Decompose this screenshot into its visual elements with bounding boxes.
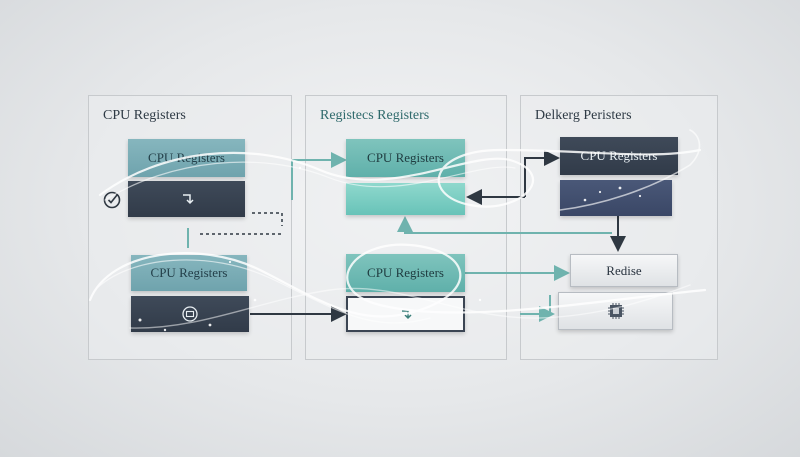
p3-chip-block (558, 292, 673, 330)
block-label: CPU Registers (150, 265, 228, 280)
panel-title: Delkerg Peristers (535, 108, 632, 123)
return-arrow-icon (180, 192, 194, 206)
panel-title: Registecs Registers (320, 108, 430, 123)
p3-redise-block: Redise (570, 254, 678, 287)
panel-title: CPU Registers (103, 108, 186, 123)
p3-cpu-registers-top: CPU Registers (560, 137, 678, 175)
p1-return-block (128, 181, 245, 217)
p1-cpu-registers-top: CPU Registers (128, 139, 245, 177)
p2-mint-bar (346, 183, 465, 215)
block-label: CPU Registers (367, 265, 444, 280)
circle-monitor-icon (181, 305, 199, 323)
arrow-teal-p2-return (404, 218, 612, 234)
p2-cpu-registers-top: CPU Registers (346, 139, 465, 177)
check-circle-icon (102, 190, 122, 210)
arrow-dashed-p1 (252, 212, 283, 226)
p1-cpu-registers-mid: CPU Registers (131, 255, 247, 291)
p1-monitor-block (131, 296, 249, 332)
return-arrow-icon (399, 307, 413, 321)
p3-navy-block (560, 180, 672, 216)
block-label: Redise (606, 262, 642, 278)
block-label: CPU Registers (580, 148, 658, 163)
p2-return-block (346, 296, 465, 332)
arrow-up-to-p3-top (524, 150, 560, 197)
block-label: CPU Registers (148, 150, 225, 165)
block-label: CPU Registers (367, 150, 444, 165)
p2-cpu-registers-mid: CPU Registers (346, 254, 465, 292)
cpu-chip-icon (606, 301, 626, 321)
